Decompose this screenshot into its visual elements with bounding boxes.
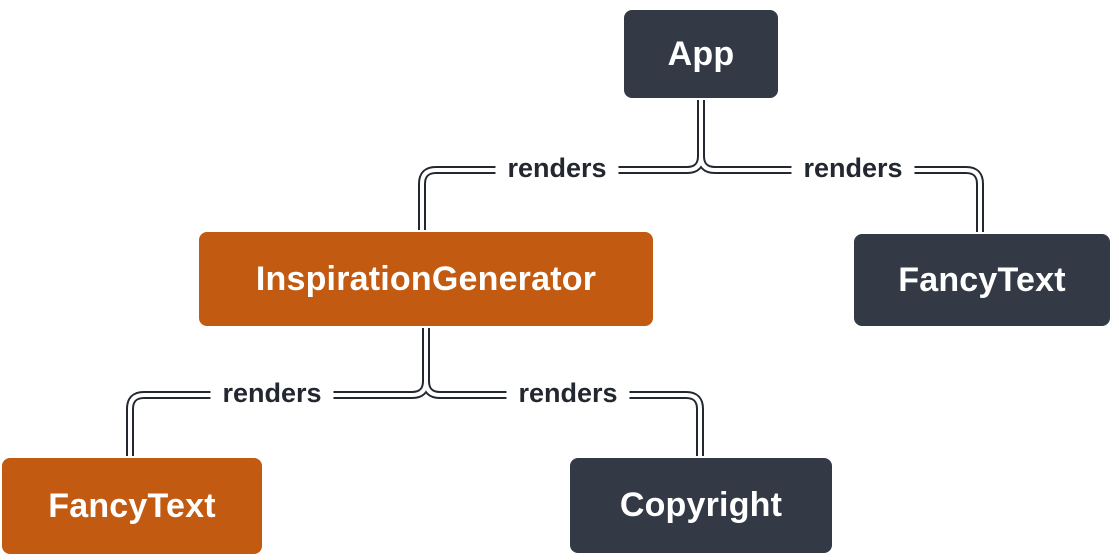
edge-label-inspirationgenerator-to-fancytext: renders — [210, 377, 334, 411]
edge-label-app-to-inspirationgenerator: renders — [495, 152, 619, 186]
node-copyright: Copyright — [568, 456, 834, 555]
node-fancy-text-bottom: FancyText — [0, 456, 264, 556]
node-fancy-text-top-label: FancyText — [898, 260, 1066, 299]
edge-label-app-to-fancytext: renders — [791, 152, 915, 186]
node-inspiration-generator-label: InspirationGenerator — [255, 259, 597, 298]
node-app-label: App — [667, 34, 735, 73]
node-copyright-label: Copyright — [619, 486, 783, 524]
node-app: App — [622, 8, 780, 100]
node-fancy-text-top: FancyText — [852, 232, 1112, 328]
node-fancy-text-bottom-label: FancyText — [48, 486, 216, 525]
edge-label-inspirationgenerator-to-copyright: renders — [506, 377, 630, 411]
node-inspiration-generator: InspirationGenerator — [197, 230, 655, 328]
